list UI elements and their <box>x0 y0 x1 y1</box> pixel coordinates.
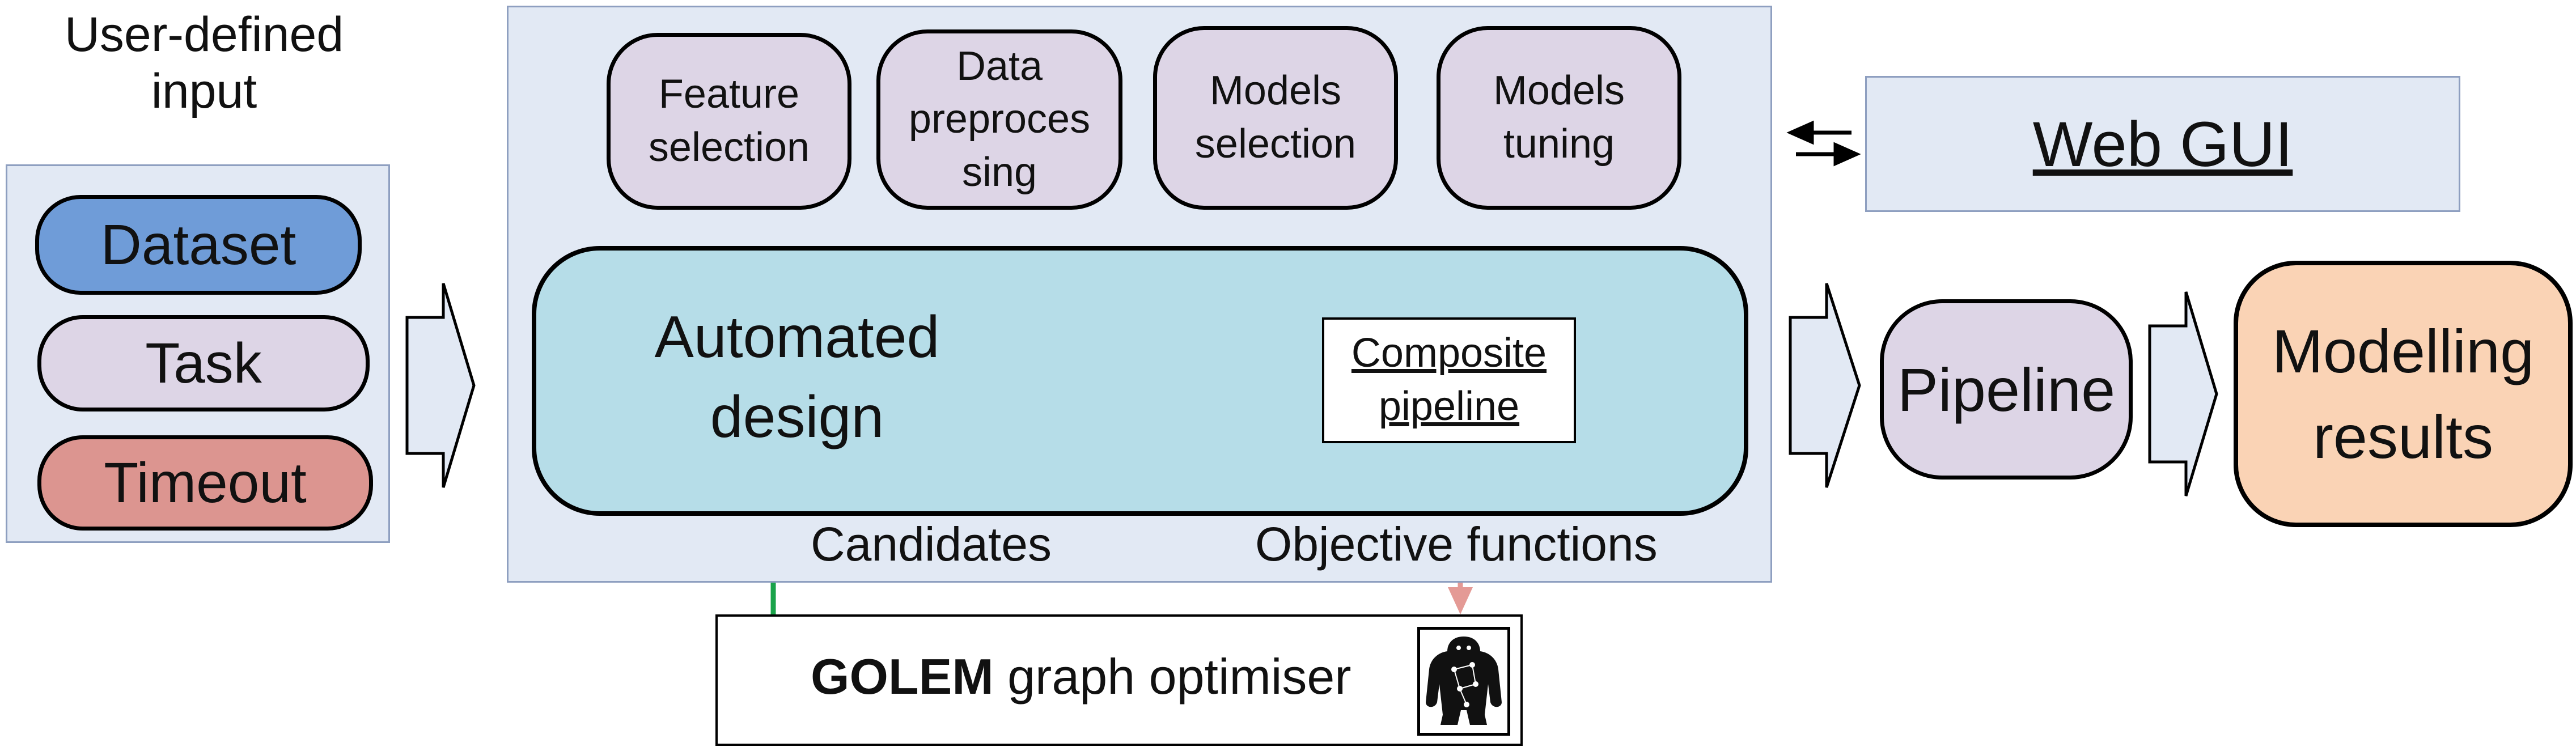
composite-pipeline-box: Composite pipeline <box>1322 317 1576 443</box>
dataset-input: Dataset <box>35 195 362 295</box>
golem-optimiser-label: GOLEM graph optimiser <box>811 648 1351 706</box>
golem-name: GOLEM <box>811 648 994 705</box>
golem-description: graph optimiser <box>993 648 1351 705</box>
automated-design-label: Automated design <box>654 304 940 451</box>
golem-optimiser-box <box>715 614 1523 746</box>
data-preprocessing-step: Data preproces sing <box>876 29 1122 210</box>
flow-arrow-input-to-framework <box>405 283 476 488</box>
pipeline-output: Pipeline <box>1880 299 2133 480</box>
golem-figure-icon <box>1426 637 1502 725</box>
models-selection-step: Models selection <box>1153 26 1398 210</box>
modelling-results-output: Modelling results <box>2234 261 2573 527</box>
golem-logo-icon <box>1417 627 1510 736</box>
web-gui-sync-arrows-icon <box>1786 120 1861 167</box>
input-title: User-defined input <box>64 7 344 118</box>
web-gui-box: Web GUI <box>1865 76 2460 212</box>
task-input: Task <box>37 315 370 411</box>
flow-arrow-framework-to-pipeline <box>1789 283 1861 488</box>
candidates-label: Candidates <box>811 517 1052 571</box>
objective-functions-label: Objective functions <box>1255 517 1658 571</box>
flow-arrow-pipeline-to-results <box>2148 291 2218 497</box>
models-tuning-step: Models tuning <box>1437 26 1681 210</box>
feature-selection-step: Feature selection <box>607 33 851 210</box>
timeout-input: Timeout <box>37 435 373 531</box>
